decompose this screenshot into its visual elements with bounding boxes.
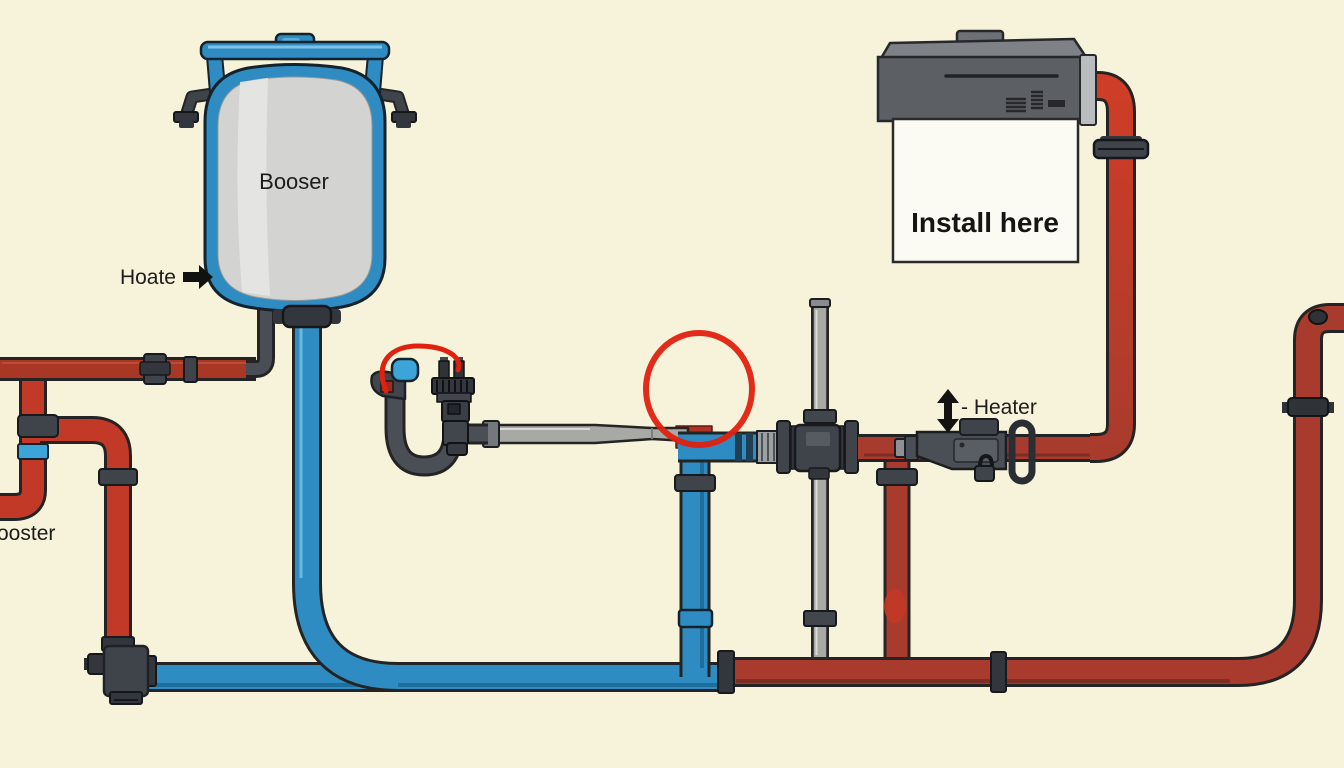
booster-tank: Booser [173, 32, 417, 329]
install-panel [891, 117, 1080, 264]
annotations-text: Hoate ooster - Heater [0, 265, 1037, 545]
blue-union-band [17, 443, 49, 460]
unit-side-strip [1079, 54, 1097, 126]
bottom-left-fitting [84, 644, 157, 705]
coupling-band [183, 356, 198, 383]
left-hot-pipes [0, 306, 275, 652]
install-here-label: Install here [911, 207, 1059, 238]
u-bracket [1008, 419, 1036, 485]
branch-clamp [876, 468, 918, 486]
pipe-end-cap [809, 298, 831, 308]
heater-unit: Install here [876, 29, 1097, 264]
riser-clamp [1287, 397, 1329, 417]
tee-fitting [17, 414, 59, 438]
gray-coupling-upper [803, 409, 837, 424]
blue-stripe [746, 433, 753, 461]
pump-device [894, 418, 1036, 485]
arrow-up-down-icon [937, 389, 959, 433]
unit-front [876, 55, 1085, 123]
arrow-right-icon [183, 265, 213, 289]
padlock-shackle [978, 453, 994, 468]
heater-label: - Heater [961, 396, 1037, 419]
pipe-knot [1308, 309, 1328, 325]
tank-outlet-nut [281, 304, 333, 329]
vertical-gray-pipe [803, 298, 837, 664]
valve-body [793, 423, 842, 473]
mid-gray-pipe [466, 423, 690, 445]
pipe-clamp [98, 468, 138, 486]
left-edge-label: ooster [0, 522, 55, 545]
tee-body [102, 644, 150, 698]
frame-crossbar [199, 40, 391, 61]
valve-flange-right [844, 420, 859, 474]
central-valve [776, 420, 859, 480]
bottom-piping [148, 303, 1344, 694]
blue-cap [390, 357, 420, 383]
blue-stripe [735, 433, 742, 461]
blue-coupling [677, 608, 714, 629]
big-red-circle-annotation [643, 330, 755, 448]
pipe-clamp [674, 474, 716, 492]
unit-vents [1006, 90, 1043, 113]
valve-flange-left [776, 420, 791, 474]
red-coupling [990, 651, 1007, 693]
tank-label: Booser [259, 169, 329, 194]
inlet-label: Hoate [120, 266, 176, 289]
small-red-arc-annotation [379, 343, 462, 394]
gray-coupling-lower [803, 610, 837, 627]
padlock-body [974, 465, 995, 482]
blue-red-coupling [717, 650, 735, 694]
